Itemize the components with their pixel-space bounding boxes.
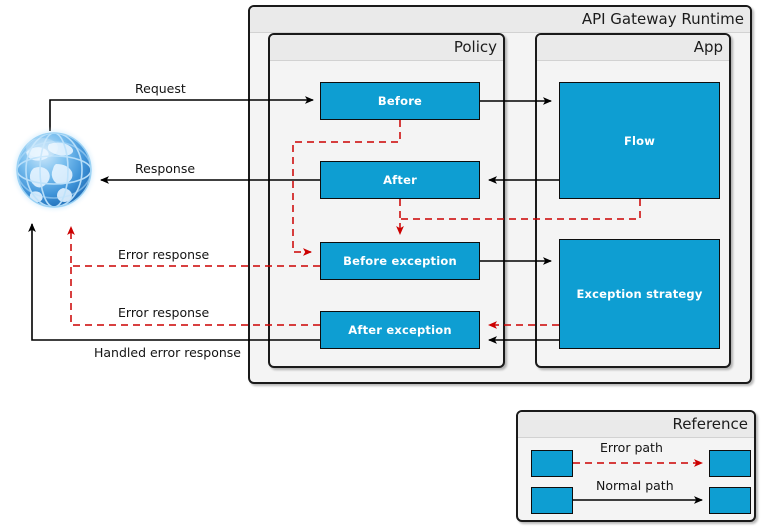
edge-handled-error-response <box>28 223 320 341</box>
legend-normal-chip-target <box>709 487 751 514</box>
node-flow-label: Flow <box>623 133 656 148</box>
runtime-title: API Gateway Runtime <box>581 10 744 28</box>
edge-before-to-before-exception <box>292 120 401 256</box>
legend-normal-chip-source <box>531 487 573 514</box>
node-before-exception[interactable]: Before exception <box>320 242 480 280</box>
node-flow[interactable]: Flow <box>559 82 720 199</box>
policy-title: Policy <box>453 38 497 56</box>
globe-icon <box>10 126 98 214</box>
app-title-bar <box>537 35 729 61</box>
node-before[interactable]: Before <box>320 82 480 120</box>
node-after[interactable]: After <box>320 161 480 199</box>
node-before-label: Before <box>377 94 423 108</box>
app-title: App <box>693 38 723 56</box>
policy-title-bar <box>270 35 503 61</box>
node-after-label: After <box>383 173 417 187</box>
edge-label-handled-error-response: Handled error response <box>94 345 241 360</box>
legend-label-normal-path: Normal path <box>596 478 674 493</box>
edge-label-request: Request <box>135 81 186 96</box>
node-after-exception[interactable]: After exception <box>320 311 480 349</box>
edge-flow-to-before-exception <box>400 199 641 220</box>
edge-label-error-response-2: Error response <box>118 305 210 320</box>
edge-request <box>49 96 314 131</box>
legend-error-chip-target <box>709 450 751 477</box>
edge-label-error-response-1: Error response <box>118 247 210 262</box>
edge-error-response-2 <box>70 266 320 326</box>
legend-label-error-path: Error path <box>600 440 663 455</box>
edge-label-response: Response <box>135 161 196 176</box>
reference-title-bar <box>518 412 754 438</box>
node-exception-strategy-label: Exception strategy <box>576 287 703 301</box>
node-exception-strategy[interactable]: Exception strategy <box>559 239 720 349</box>
runtime-title-bar <box>250 7 750 33</box>
node-after-exception-label: After exception <box>348 323 452 337</box>
legend-error-chip-source <box>531 450 573 477</box>
reference-title: Reference <box>672 415 748 433</box>
node-before-exception-label: Before exception <box>343 254 457 268</box>
